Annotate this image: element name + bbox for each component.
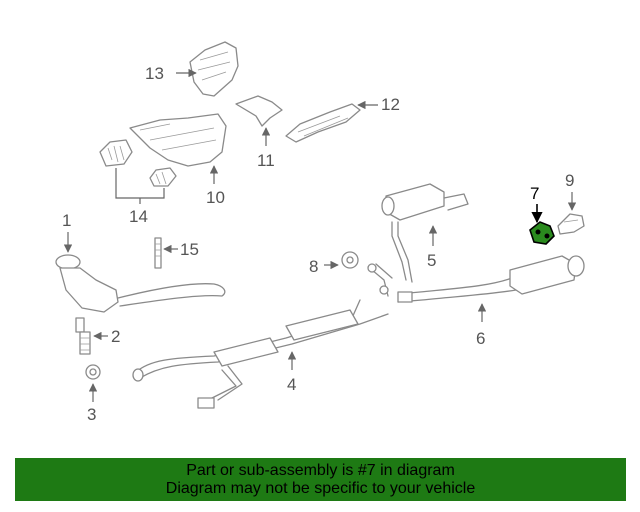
part-11-heat-shield[interactable] <box>235 95 283 127</box>
part-12-heat-shield[interactable] <box>285 103 361 143</box>
callout-2: 2 <box>111 327 120 346</box>
part-1-catalytic-converter[interactable] <box>55 254 226 313</box>
part-3-nut[interactable] <box>85 364 101 380</box>
part-4-intermediate-pipe[interactable] <box>132 299 389 409</box>
part-2-bolt[interactable] <box>75 317 91 355</box>
callout-1: 1 <box>62 211 71 230</box>
part-14-heat-shield-pair[interactable] <box>99 139 177 187</box>
part-9-bracket[interactable] <box>557 213 585 235</box>
part-10-heat-shield[interactable] <box>129 113 227 167</box>
callout-13: 13 <box>145 64 164 83</box>
part-7-insulator-highlighted[interactable] <box>529 221 555 245</box>
callout-10: 10 <box>206 188 225 207</box>
callout-12: 12 <box>381 95 400 114</box>
callout-4: 4 <box>287 375 296 394</box>
callout-8: 8 <box>309 257 318 276</box>
banner-line-1: Part or sub-assembly is #7 in diagram <box>186 461 455 479</box>
callout-3: 3 <box>87 405 96 424</box>
part-13-heat-shield[interactable] <box>189 41 239 97</box>
callout-11: 11 <box>257 151 275 170</box>
banner-line-2: Diagram may not be specific to your vehi… <box>165 479 476 497</box>
callout-6: 6 <box>476 329 485 348</box>
callout-5: 5 <box>427 251 436 270</box>
callout-14: 14 <box>129 207 148 226</box>
exhaust-parts-diagram: 13 11 12 10 14 1 15 <box>55 41 585 424</box>
callout-15: 15 <box>180 240 199 259</box>
info-banner: Part or sub-assembly is #7 in diagram Di… <box>15 458 626 501</box>
callout-7: 7 <box>530 184 539 203</box>
part-5-muffler[interactable] <box>367 183 469 297</box>
part-6-tail-pipe[interactable] <box>397 255 585 303</box>
part-15-stud[interactable] <box>154 237 162 269</box>
part-8-hanger[interactable] <box>341 251 359 269</box>
callout-9: 9 <box>565 171 574 190</box>
